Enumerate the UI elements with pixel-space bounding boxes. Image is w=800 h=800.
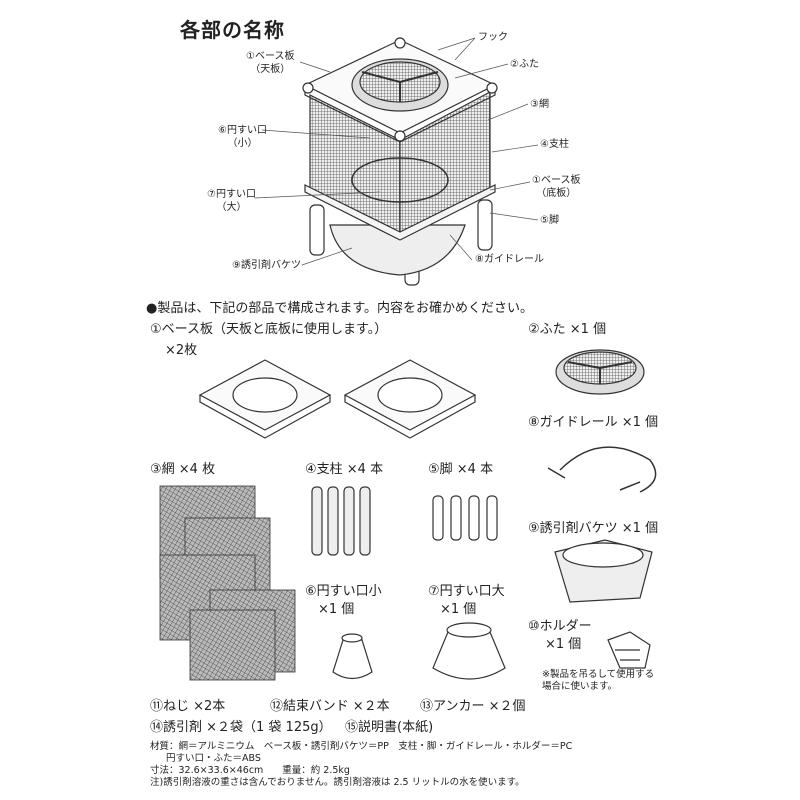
label-cone-large: ⑦円すい口 （大） [207, 188, 256, 214]
part-screw: ⑪ねじ ×2本 [150, 699, 226, 714]
spec-size-weight: 寸法：32.6×33.6×46cm 重量：約 2.5kg [150, 765, 350, 776]
part-guide-rail: ⑧ガイドレール ×1 個 [528, 415, 659, 430]
page-title: 各部の名称 [180, 18, 285, 42]
holder-note-1: ※製品を吊るして使用する [542, 669, 655, 680]
net-drawings [159, 485, 296, 681]
part-net: ③網 ×4 枚 [150, 462, 216, 477]
part-attractant: ⑭誘引剤 ×２袋（1 袋 125g） [150, 720, 332, 735]
label-text: ①ベース板 [246, 51, 295, 62]
part-base-qty: ×2枚 [165, 343, 198, 358]
part-cone-small: ⑥円すい口小 [305, 584, 382, 599]
spec-material: 材質：網＝アルミニウム ベース板・誘引剤バケツ＝PP 支柱・脚・ガイドレール・ホ… [150, 741, 573, 752]
label-subtext: （天板） [250, 64, 291, 75]
label-bucket: ⑨誘引剤バケツ [232, 260, 301, 271]
bucket-drawing [554, 539, 653, 603]
intro-text: ●製品は、下記の部品で構成されます。内容をお確かめください。 [146, 301, 534, 316]
label-guide-rail: ⑧ガイドレール [475, 254, 544, 265]
label-subtext: （大） [216, 202, 247, 213]
part-holder: ⑩ホルダー [528, 619, 592, 634]
label-subtext: （底板） [536, 188, 577, 199]
label-text: ⑦円すい口 [207, 189, 256, 200]
guide-rail-drawing [547, 446, 657, 493]
label-hook: フック [478, 32, 508, 43]
assembled-trap-drawing [302, 37, 498, 286]
label-pillar: ④支柱 [540, 139, 569, 150]
pillar-drawings [311, 486, 371, 556]
holder-drawing [607, 631, 651, 669]
part-bucket: ⑨誘引剤バケツ ×1 個 [528, 521, 659, 536]
part-pillar: ④支柱 ×4 本 [305, 462, 384, 477]
leader-lines [254, 37, 539, 266]
part-base: ①ベース板（天板と底板に使用します。） [150, 322, 388, 337]
part-leg: ⑤脚 ×4 本 [428, 462, 494, 477]
label-base-bottom: ①ベース板 （底板） [532, 174, 580, 200]
label-leg: ⑤脚 [540, 215, 559, 226]
part-holder-qty: ×1 個 [545, 637, 582, 652]
label-subtext: （小） [227, 138, 258, 149]
label-lid: ②ふた [510, 59, 539, 70]
leg-drawings [432, 495, 498, 541]
base-plate-drawings [198, 359, 477, 439]
part-cone-large-qty: ×1 個 [440, 602, 477, 617]
part-band: ⑫結束バンド ×２本 [270, 699, 390, 714]
part-cone-large: ⑦円すい口大 [428, 584, 505, 599]
spec-note: 注)誘引剤溶液の重さは含んでおりません。誘引剤溶液は 2.5 リットルの水を使い… [150, 777, 525, 788]
part-anchor: ⑬アンカー ×２個 [420, 699, 526, 714]
label-text: ⑥円すい口 [218, 125, 267, 136]
label-base-top: ①ベース板 （天板） [246, 50, 294, 76]
part-lid: ②ふた ×1 個 [528, 322, 607, 337]
part-cone-small-qty: ×1 個 [318, 602, 355, 617]
cone-drawings [332, 622, 506, 680]
part-manual: ⑮説明書(本紙) [345, 720, 434, 735]
label-cone-small: ⑥円すい口 （小） [218, 124, 267, 150]
holder-note-2: 場合に使います。 [542, 681, 618, 692]
label-text: ①ベース板 [532, 175, 581, 186]
label-net: ③網 [530, 99, 549, 110]
lid-drawing [555, 349, 645, 395]
spec-material-2: 円すい口・ふた＝ABS [166, 753, 261, 764]
